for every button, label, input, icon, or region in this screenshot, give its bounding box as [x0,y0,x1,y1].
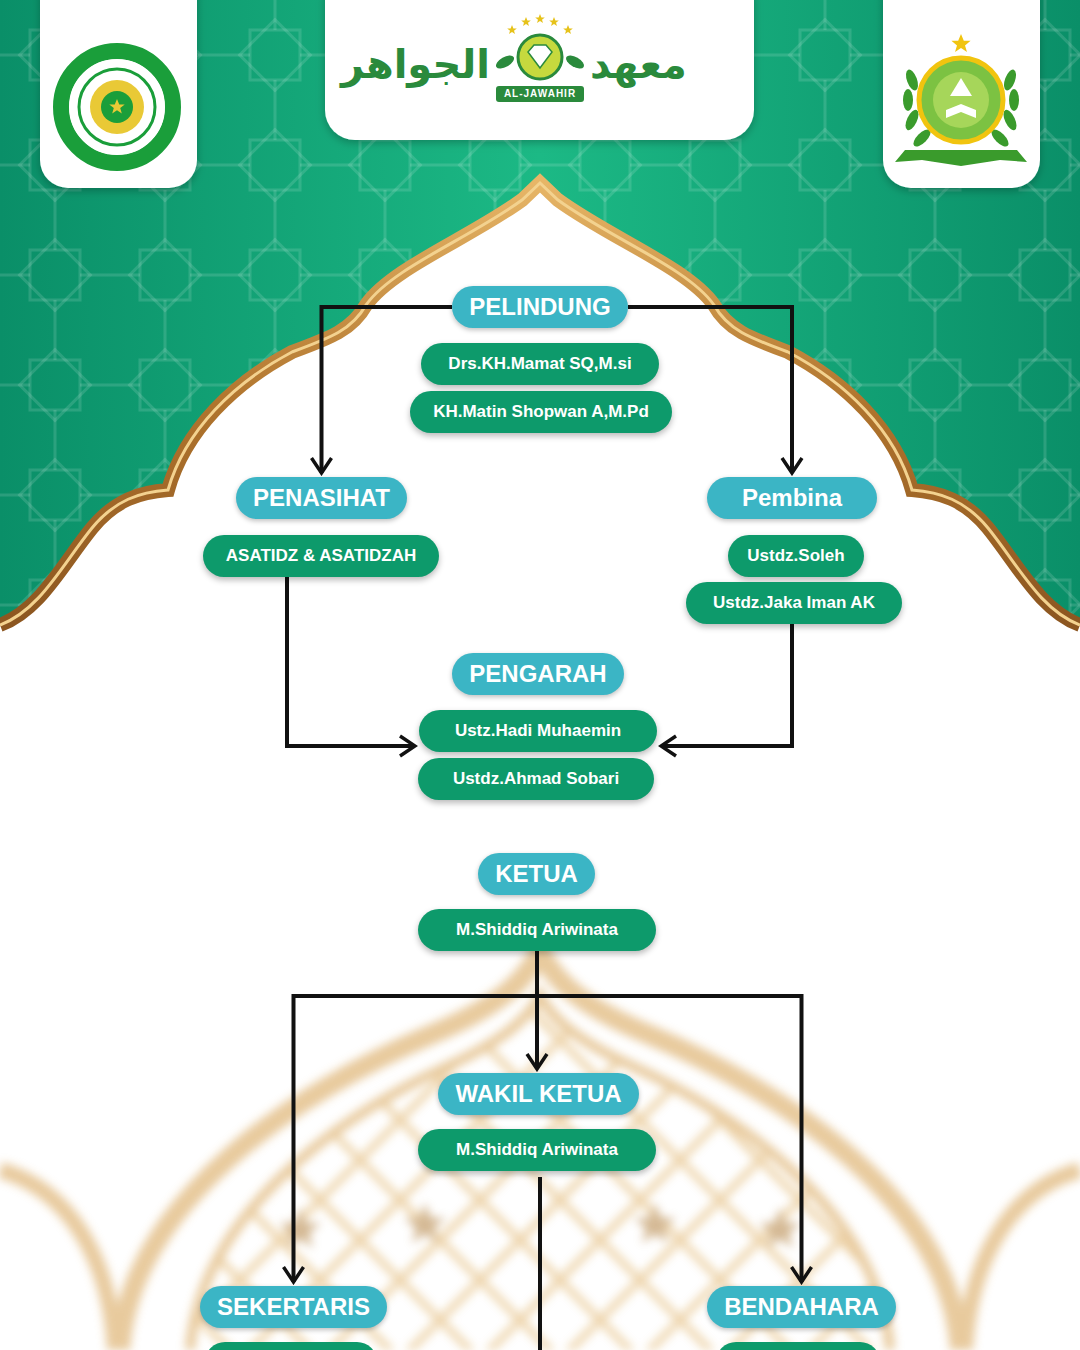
center-emblem [494,14,586,79]
member-name-pill: Ustdz.Soleh [728,535,864,577]
member-name: Ustdz.Jaka Iman AK [713,593,875,613]
member-name-pill: KH.Matin Shopwan A,M.Pd [410,391,672,433]
role-title: BENDAHARA [724,1293,879,1321]
arrow-connector [287,577,415,746]
role-title: PENASIHAT [253,484,390,512]
role-heading-pill: KETUA [478,853,595,895]
arabic-calligraphy: الجواهر [330,36,490,92]
role-heading-pill: Pembina [707,477,877,519]
member-name: Drs.KH.Mamat SQ,M.si [448,354,631,374]
blurred-dome [0,950,1080,1350]
arabic-calligraphy: معهد [590,36,740,92]
member-name-pill: ASATIDZ & ASATIDZAH [203,535,439,577]
emblem-ribbon-text: AL-JAWAHIR [496,86,584,102]
left-logo [61,51,173,163]
role-heading-pill: BENDAHARA [707,1286,896,1328]
member-name: KH.Matin Shopwan A,M.Pd [433,402,649,422]
right-logo [895,34,1027,166]
member-name-pill: M.Shiddiq Ariwinata [418,909,656,951]
role-title: KETUA [495,860,578,888]
role-title: Pembina [742,484,842,512]
arrow-connector [294,951,538,1282]
member-name: Ustdz.Ahmad Sobari [453,769,619,789]
dome-arch-highlight [0,183,1080,625]
role-title: SEKERTARIS [217,1293,370,1321]
arrow-connector [322,307,453,473]
member-name-pill: Ustz.Hadi Muhaemin [419,710,657,752]
member-name: Ustdz.Soleh [747,546,844,566]
member-name: Ustz.Hadi Muhaemin [455,721,621,741]
member-name: M.Shiddiq Ariwinata [456,1140,618,1160]
role-heading-pill: SEKERTARIS [200,1286,387,1328]
member-name-pill: Drs.KH.Mamat SQ,M.si [421,343,659,385]
member-name-pill: Ustdz.Jaka Iman AK [686,582,902,624]
role-title: PENGARAH [469,660,606,688]
member-name: M.Shiddiq Ariwinata [456,920,618,940]
member-name: ASATIDZ & ASATIDZAH [226,546,416,566]
role-heading-pill: WAKIL KETUA [438,1073,639,1115]
member-name-pill: Ustdz.Ahmad Sobari [418,758,654,800]
member-name-pill: M.Shiddiq Ariwinata [418,1129,656,1171]
cut-off-pill [716,1342,880,1350]
role-heading-pill: PENASIHAT [236,477,407,519]
continuation-line [538,1177,542,1350]
dome-arch [0,183,1080,625]
dome-ground [0,183,1080,660]
arrow-connector [628,307,792,473]
role-heading-pill: PENGARAH [452,653,624,695]
role-heading-pill: PELINDUNG [452,286,628,328]
arrow-connector [537,951,802,1282]
header-tabs [40,0,1040,188]
role-title: PELINDUNG [469,293,610,321]
role-title: WAKIL KETUA [455,1080,621,1108]
arrow-connector [661,624,792,746]
cut-off-pill [205,1342,377,1350]
